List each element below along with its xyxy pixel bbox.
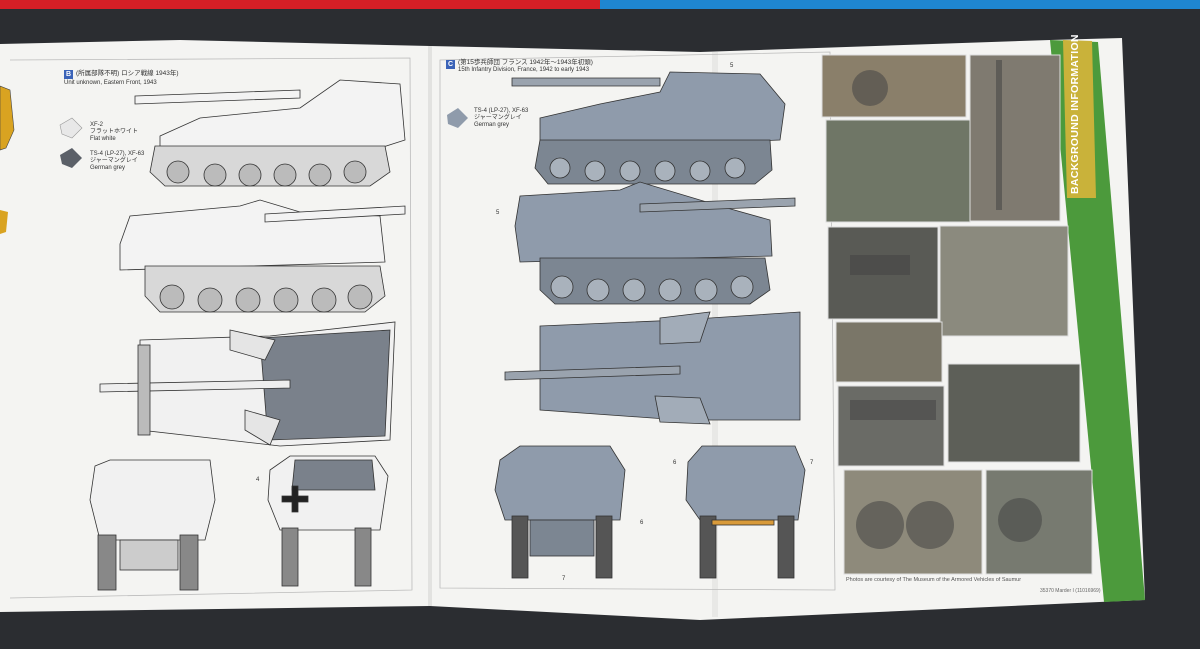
- section-c-title-en: 15th Infantry Division, France, 1942 to …: [458, 67, 590, 73]
- section-b-letter: B: [64, 70, 73, 79]
- side-tab-yellow: [1063, 40, 1096, 198]
- tank-side-view-white-1: [134, 79, 406, 187]
- tank-rear-view-grey: [685, 445, 806, 579]
- photo-credit-caption: Photos are courtesy of The Museum of the…: [846, 577, 1022, 583]
- color-swatches-b: [59, 117, 83, 168]
- section-b-title-en: Unit unknown, Eastern Front, 1943: [64, 80, 157, 86]
- tank-rear-view-white: [267, 455, 389, 587]
- marker-6a: 6: [673, 460, 677, 466]
- swatch-1-jp: フラットホワイト: [90, 129, 139, 135]
- marker-4: 4: [256, 477, 260, 483]
- tank-side-view-white-2: [119, 199, 406, 313]
- footer-reference: 35370 Marder I (11016969): [1040, 588, 1101, 594]
- section-b-title-jp: (所属部隊不明) ロシア戦線 1943年): [76, 70, 179, 77]
- marker-5b: 5: [496, 210, 500, 216]
- swatch-c-jp: ジャーマングレイ: [474, 115, 522, 121]
- background-information-tab: BACKGROUND INFORMATION: [1063, 34, 1087, 198]
- top-stripe-red: [0, 0, 600, 9]
- top-stripe-blue: [600, 0, 1200, 9]
- swatch-2-code: TS-4 (LP-27), XF-63: [90, 151, 145, 157]
- tank-side-view-grey-2: [514, 181, 796, 305]
- photo-details: [850, 60, 1042, 549]
- marker-7b: 7: [810, 460, 814, 466]
- swatch-c-en: German grey: [474, 122, 510, 128]
- marker-5a: 5: [730, 63, 734, 69]
- swatch-1-en: Flat white: [90, 136, 116, 142]
- tank-front-view-white: [89, 459, 216, 591]
- swatch-1-code: XF-2: [90, 122, 104, 128]
- swatch-c-code: TS-4 (LP-27), XF-63: [474, 108, 529, 114]
- section-c-letter: C: [446, 60, 455, 69]
- tank-top-view-left: [99, 321, 396, 447]
- tank-top-view-grey: [504, 311, 801, 425]
- marker-7a: 7: [562, 576, 566, 582]
- marker-6b: 6: [640, 520, 644, 526]
- swatch-2-en: German grey: [90, 165, 126, 171]
- tank-front-view-grey: [494, 445, 626, 579]
- top-color-stripe: [0, 0, 1200, 9]
- color-swatch-c: [447, 108, 468, 128]
- background-information-label: BACKGROUND INFORMATION: [1069, 34, 1081, 194]
- swatch-2-jp: ジャーマングレイ: [90, 158, 138, 164]
- museum-photo-grid: [821, 54, 1093, 575]
- section-c-title-jp: (第15歩兵師団 フランス 1942年～1943年初頭): [458, 59, 593, 66]
- tank-side-view-grey-1: [511, 71, 786, 185]
